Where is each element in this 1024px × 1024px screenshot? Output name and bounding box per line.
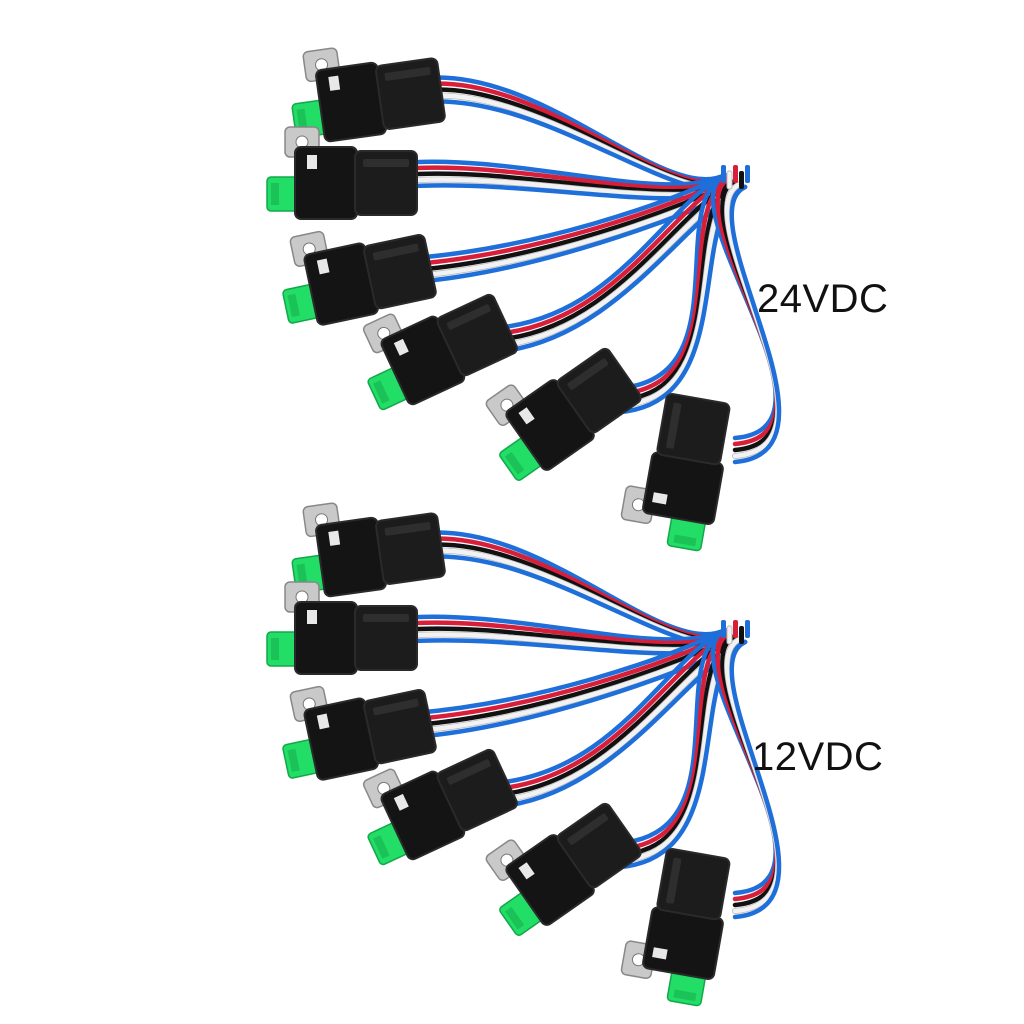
relay-latch — [316, 713, 330, 730]
socket-ridge — [363, 159, 409, 167]
relay-latch — [393, 338, 409, 356]
relay-latch — [316, 258, 330, 275]
socket-ridge — [384, 66, 431, 81]
relay-body — [294, 146, 358, 220]
voltage-label-12v: 12VDC — [752, 735, 884, 779]
relay-group — [266, 502, 731, 1007]
fuse-blade — [271, 183, 279, 205]
fuse-blade — [287, 293, 300, 318]
wire — [397, 614, 728, 642]
relay-socket — [436, 748, 518, 832]
fuse-blade — [673, 534, 697, 547]
wire — [617, 627, 728, 846]
relay-socket — [375, 512, 446, 585]
relay-with-fuse — [291, 47, 446, 143]
wire — [729, 184, 782, 465]
socket-ridge — [363, 614, 409, 622]
fuse-blade — [296, 108, 308, 132]
relay-harness-illustration — [266, 502, 782, 1007]
relay-socket — [363, 233, 437, 310]
relay-with-fuse — [620, 392, 731, 552]
wire — [492, 172, 728, 331]
relay-socket — [363, 688, 437, 765]
wire-end — [745, 620, 750, 638]
relay-with-fuse — [620, 847, 731, 1007]
relay-group — [266, 47, 731, 552]
socket-ridge — [384, 521, 431, 536]
wire-end — [733, 165, 738, 183]
relay-socket — [656, 847, 731, 921]
relay-latch — [518, 862, 535, 880]
socket-ridge — [446, 304, 491, 330]
wire — [397, 159, 728, 187]
fuse-blade — [673, 989, 697, 1002]
relay-latch — [328, 530, 341, 546]
relay-latch — [652, 492, 668, 505]
relay-with-fuse — [485, 347, 642, 481]
relay-with-fuse — [282, 230, 437, 326]
relay-harness-set-24v: 24VDC — [266, 47, 889, 552]
relay-socket — [436, 293, 518, 377]
wire-end — [739, 626, 744, 644]
wire-end — [745, 165, 750, 183]
relay-with-fuse — [485, 802, 642, 936]
fuse-blade — [505, 451, 525, 475]
wire-end — [733, 620, 738, 638]
wire-bundle — [397, 75, 782, 465]
relay-latch — [393, 793, 409, 811]
wire — [412, 627, 728, 716]
socket-ridge — [372, 698, 419, 716]
relay-latch — [307, 155, 317, 169]
fuse-blade — [505, 906, 525, 930]
socket-ridge — [567, 358, 609, 390]
socket-ridge — [372, 243, 419, 261]
relay-with-fuse — [362, 293, 518, 411]
relay-body — [294, 601, 358, 675]
relay-socket — [556, 802, 642, 889]
wire-ends — [721, 165, 750, 190]
wire-end — [726, 625, 733, 645]
wire-end — [739, 171, 744, 189]
wire-end — [721, 165, 726, 183]
wire-bundle — [397, 530, 782, 920]
wire-end — [721, 620, 726, 638]
wire-ends — [721, 620, 750, 645]
wire — [422, 75, 728, 182]
relay-socket — [375, 57, 446, 130]
relay-latch — [328, 75, 341, 91]
relay-harness-illustration — [266, 47, 782, 552]
wire — [492, 627, 728, 786]
fuse-blade — [271, 638, 279, 660]
relay-latch — [652, 947, 668, 960]
socket-ridge — [666, 857, 682, 904]
fuse-blade — [296, 563, 308, 587]
voltage-label-24v: 24VDC — [757, 277, 889, 321]
fuse-blade — [373, 835, 390, 859]
relay-with-fuse — [266, 581, 418, 675]
wire — [422, 530, 728, 637]
wire — [729, 639, 782, 920]
fuse-blade — [287, 748, 300, 773]
relay-with-fuse — [266, 126, 418, 220]
socket-ridge — [666, 402, 682, 449]
relay-with-fuse — [362, 748, 518, 866]
relay-latch — [518, 407, 535, 425]
socket-ridge — [446, 759, 491, 785]
relay-latch — [307, 610, 317, 624]
wire-end — [726, 170, 733, 190]
relay-with-fuse — [282, 685, 437, 781]
wire — [412, 172, 728, 261]
socket-ridge — [567, 813, 609, 845]
relay-socket — [556, 347, 642, 434]
fuse-blade — [373, 380, 390, 404]
relay-harness-set-12v: 12VDC — [0, 455, 1024, 1007]
wire — [617, 172, 728, 391]
